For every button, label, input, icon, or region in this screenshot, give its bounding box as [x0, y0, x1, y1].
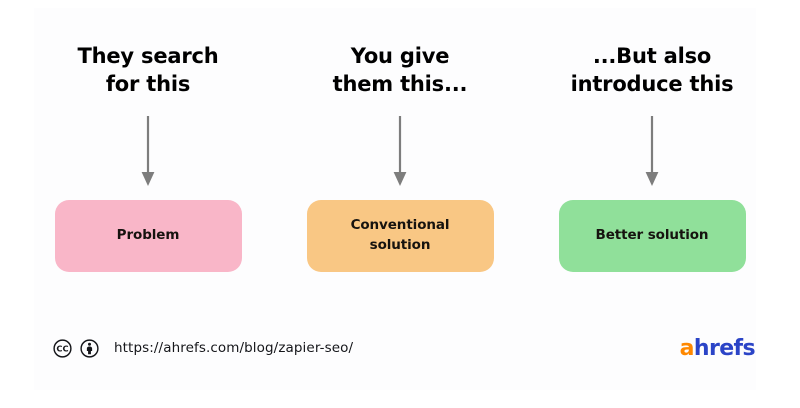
flow-diagram: They search for this Problem You give th… — [22, 0, 778, 272]
flow-column-conventional-solution: You give them this... Conventional solut… — [274, 0, 526, 272]
footer: CC https://ahrefs.com/blog/zapier-seo/ a… — [0, 324, 800, 372]
ahrefs-logo-text: hrefs — [693, 335, 756, 361]
down-arrow-icon — [393, 115, 407, 186]
node-box-label: Better solution — [595, 227, 709, 244]
down-arrow-icon — [645, 115, 659, 186]
node-box-problem[interactable]: Problem — [54, 199, 242, 272]
column-heading: They search for this — [77, 44, 219, 96]
creative-commons-by-icon — [80, 338, 99, 358]
node-box-better-solution[interactable]: Better solution — [558, 199, 746, 272]
column-heading: You give them this... — [332, 44, 468, 96]
node-box-label: Conventional solution — [350, 217, 450, 253]
creative-commons-icon: CC — [53, 338, 72, 358]
flow-column-problem: They search for this Problem — [22, 0, 274, 272]
node-box-conventional-solution[interactable]: Conventional solution — [306, 199, 494, 272]
flow-column-better-solution: ...But also introduce this Better soluti… — [526, 0, 778, 272]
source-url[interactable]: https://ahrefs.com/blog/zapier-seo/ — [114, 340, 354, 356]
svg-text:CC: CC — [56, 343, 68, 353]
license-block: CC https://ahrefs.com/blog/zapier-seo/ — [53, 324, 353, 372]
column-heading: ...But also introduce this — [570, 44, 734, 96]
down-arrow-icon — [141, 115, 155, 186]
node-box-label: Problem — [116, 227, 180, 244]
ahrefs-logo-accent: a — [679, 335, 695, 361]
